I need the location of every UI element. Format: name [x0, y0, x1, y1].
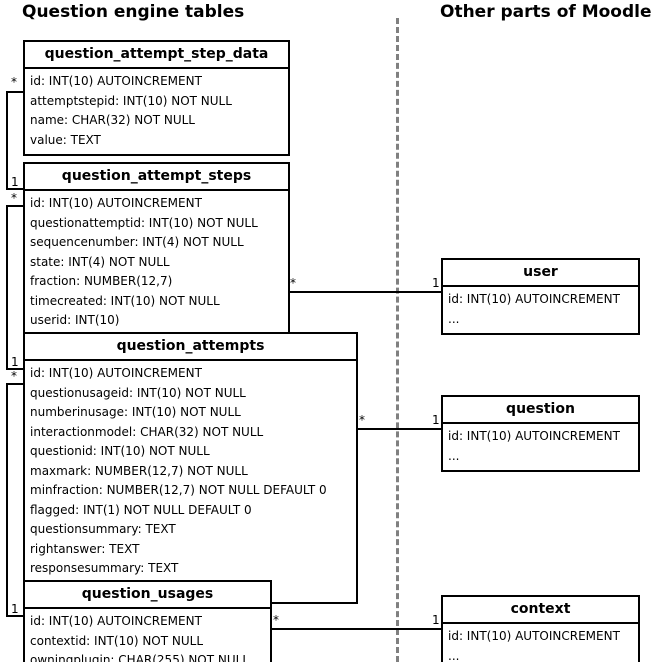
field-row: fraction: NUMBER(12,7)	[30, 274, 173, 288]
mult-attempts-star: *	[11, 369, 17, 383]
entity-fields: id: INT(10) AUTOINCREMENT questionusagei…	[25, 361, 356, 602]
entity-fields: id: INT(10) AUTOINCREMENT ...	[443, 624, 638, 662]
connector-steps-to-user	[288, 291, 442, 293]
entity-question-attempt-step-data[interactable]: question_attempt_step_data id: INT(10) A…	[23, 40, 290, 156]
entity-title: user	[443, 260, 638, 287]
field-row: questionusageid: INT(10) NOT NULL	[30, 385, 246, 400]
entity-question-usages[interactable]: question_usages id: INT(10) AUTOINCREMEN…	[23, 580, 272, 662]
field-row: contextid: INT(10) NOT NULL	[30, 633, 204, 648]
mult-step-data-star: *	[11, 75, 17, 89]
connector-steps-to-step-data-vertical	[6, 91, 8, 190]
connector-usages-to-attempts-bottom	[6, 615, 25, 617]
mult-steps-star: *	[11, 191, 17, 205]
connector-steps-to-step-data-top	[6, 91, 25, 93]
entity-title: question	[443, 397, 638, 424]
mult-usages-to-context-star: *	[273, 613, 279, 627]
field-row: ...	[448, 311, 460, 326]
field-row: owningplugin: CHAR(255) NOT NULL	[30, 653, 250, 662]
entity-fields: id: INT(10) AUTOINCREMENT attemptstepid:…	[25, 69, 288, 154]
field-row: id: INT(10) AUTOINCREMENT	[30, 196, 202, 210]
field-row: rightanswer: TEXT	[30, 541, 140, 556]
connector-attempts-to-steps-vertical	[6, 205, 8, 370]
mult-attempts-to-question-star: *	[359, 413, 365, 427]
field-row: id: INT(10) AUTOINCREMENT	[448, 429, 620, 443]
field-row: ...	[448, 648, 460, 662]
right-section-title: Other parts of Moodle	[440, 2, 652, 22]
entity-fields: id: INT(10) AUTOINCREMENT ...	[443, 287, 638, 333]
field-row: timecreated: INT(10) NOT NULL	[30, 293, 220, 308]
mult-usages-one: 1	[11, 602, 19, 616]
left-section-title: Question engine tables	[22, 2, 245, 22]
entity-user[interactable]: user id: INT(10) AUTOINCREMENT ...	[441, 258, 640, 335]
mult-question-one: 1	[432, 413, 440, 427]
entity-title: question_attempts	[25, 334, 356, 361]
field-row: questionsummary: TEXT	[30, 522, 176, 536]
field-row: state: INT(4) NOT NULL	[30, 254, 170, 269]
field-row: id: INT(10) AUTOINCREMENT	[448, 292, 620, 306]
field-row: ...	[448, 448, 460, 463]
mult-user-one: 1	[432, 276, 440, 290]
field-row: questionid: INT(10) NOT NULL	[30, 444, 210, 458]
field-row: flagged: INT(1) NOT NULL DEFAULT 0	[30, 502, 252, 517]
connector-usages-to-attempts-vertical	[6, 383, 8, 617]
field-row: maxmark: NUMBER(12,7) NOT NULL	[30, 463, 248, 478]
entity-title: question_usages	[25, 582, 270, 609]
mult-attempts-one: 1	[11, 355, 19, 369]
field-row: name: CHAR(32) NOT NULL	[30, 113, 195, 127]
entity-context[interactable]: context id: INT(10) AUTOINCREMENT ...	[441, 595, 640, 662]
entity-question[interactable]: question id: INT(10) AUTOINCREMENT ...	[441, 395, 640, 472]
field-row: id: INT(10) AUTOINCREMENT	[30, 74, 202, 88]
entity-title: question_attempt_step_data	[25, 42, 288, 69]
entity-fields: id: INT(10) AUTOINCREMENT ...	[443, 424, 638, 470]
field-row: responsesummary: TEXT	[30, 561, 179, 575]
section-divider	[396, 18, 399, 662]
field-row: questionattemptid: INT(10) NOT NULL	[30, 215, 258, 230]
mult-context-one: 1	[432, 613, 440, 627]
field-row: id: INT(10) AUTOINCREMENT	[30, 366, 202, 380]
entity-fields: id: INT(10) AUTOINCREMENT contextid: INT…	[25, 609, 270, 662]
field-row: userid: INT(10)	[30, 313, 120, 327]
connector-steps-to-step-data-bottom	[6, 188, 25, 190]
connector-attempts-to-steps-bottom	[6, 368, 25, 370]
field-row: attemptstepid: INT(10) NOT NULL	[30, 93, 232, 108]
entity-fields: id: INT(10) AUTOINCREMENT questionattemp…	[25, 191, 288, 335]
entity-question-attempts[interactable]: question_attempts id: INT(10) AUTOINCREM…	[23, 332, 358, 604]
connector-usages-to-context	[270, 628, 442, 630]
connector-attempts-to-steps-top	[6, 205, 25, 207]
mult-steps-to-user-star: *	[290, 276, 296, 290]
field-row: id: INT(10) AUTOINCREMENT	[30, 614, 202, 628]
field-row: interactionmodel: CHAR(32) NOT NULL	[30, 424, 264, 439]
mult-steps-one: 1	[11, 175, 19, 189]
field-row: sequencenumber: INT(4) NOT NULL	[30, 235, 244, 249]
connector-attempts-to-question	[356, 428, 442, 430]
connector-usages-to-attempts-top	[6, 383, 25, 385]
entity-title: context	[443, 597, 638, 624]
field-row: minfraction: NUMBER(12,7) NOT NULL DEFAU…	[30, 483, 327, 497]
entity-question-attempt-steps[interactable]: question_attempt_steps id: INT(10) AUTOI…	[23, 162, 290, 337]
field-row: numberinusage: INT(10) NOT NULL	[30, 405, 241, 419]
entity-title: question_attempt_steps	[25, 164, 288, 191]
field-row: value: TEXT	[30, 132, 101, 147]
field-row: id: INT(10) AUTOINCREMENT	[448, 629, 620, 643]
